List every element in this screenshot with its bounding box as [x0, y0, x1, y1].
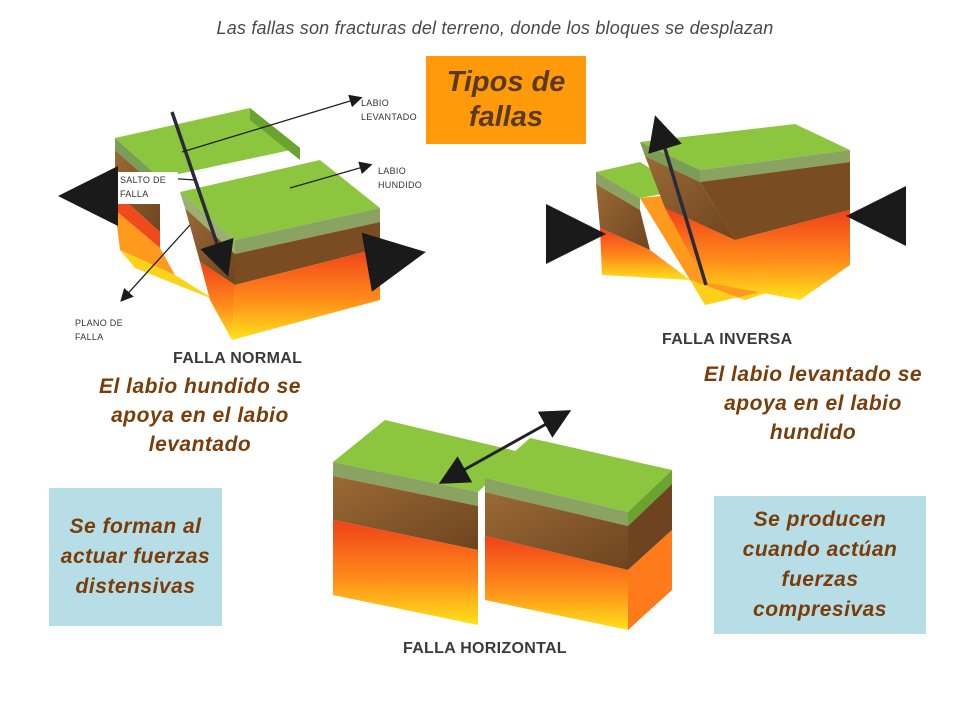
title-box: Tipos de fallas [426, 56, 586, 144]
labio-hundido-label: LABIO HUNDIDO [378, 166, 423, 190]
normal-right-block [180, 160, 380, 340]
horizontal-arrow-down [438, 445, 506, 484]
labio-hundido-leader [289, 161, 373, 189]
labio-levantado-leader [181, 94, 363, 153]
fault-plane-arrow [170, 111, 234, 277]
labio-levantado-label: LABIO LEVANTADO [361, 98, 417, 122]
inversa-forces-text: Se producen cuando actúan fuerzas compre… [742, 508, 898, 621]
salto-de-falla-label: SALTO DE FALLA [120, 175, 167, 199]
falla-normal-label: FALLA NORMAL [173, 350, 303, 367]
falla-inversa-label: FALLA INVERSA [662, 331, 793, 348]
salto-label-bg [118, 172, 178, 204]
normal-forces-box: Se forman al actuar fuerzas distensivas [49, 488, 222, 626]
inversa-right-block [640, 124, 850, 300]
normal-fault-illustration [57, 94, 426, 340]
horizontal-right-block [485, 438, 672, 630]
inversa-description: El labio levantado se apoya en el labio … [703, 363, 923, 444]
subtitle: Las fallas son fracturas del terreno, do… [216, 18, 774, 38]
plano-de-falla-label: PLANO DE FALLA [75, 318, 123, 342]
horizontal-arrow-up [504, 410, 572, 449]
falla-horizontal-label: FALLA HORIZONTAL [403, 640, 567, 657]
reverse-fault-illustration [546, 115, 906, 305]
horizontal-left-block [333, 420, 520, 625]
plano-leader [120, 224, 191, 302]
normal-forces-text: Se forman al actuar fuerzas distensivas [60, 515, 211, 598]
normal-description: El labio hundido se apoya en el labio le… [98, 375, 301, 456]
horizontal-fault-illustration [333, 410, 672, 630]
right-force-arrow [361, 232, 426, 292]
inversa-forces-box: Se producen cuando actúan fuerzas compre… [714, 496, 926, 634]
inversa-fault-arrow [648, 115, 708, 286]
